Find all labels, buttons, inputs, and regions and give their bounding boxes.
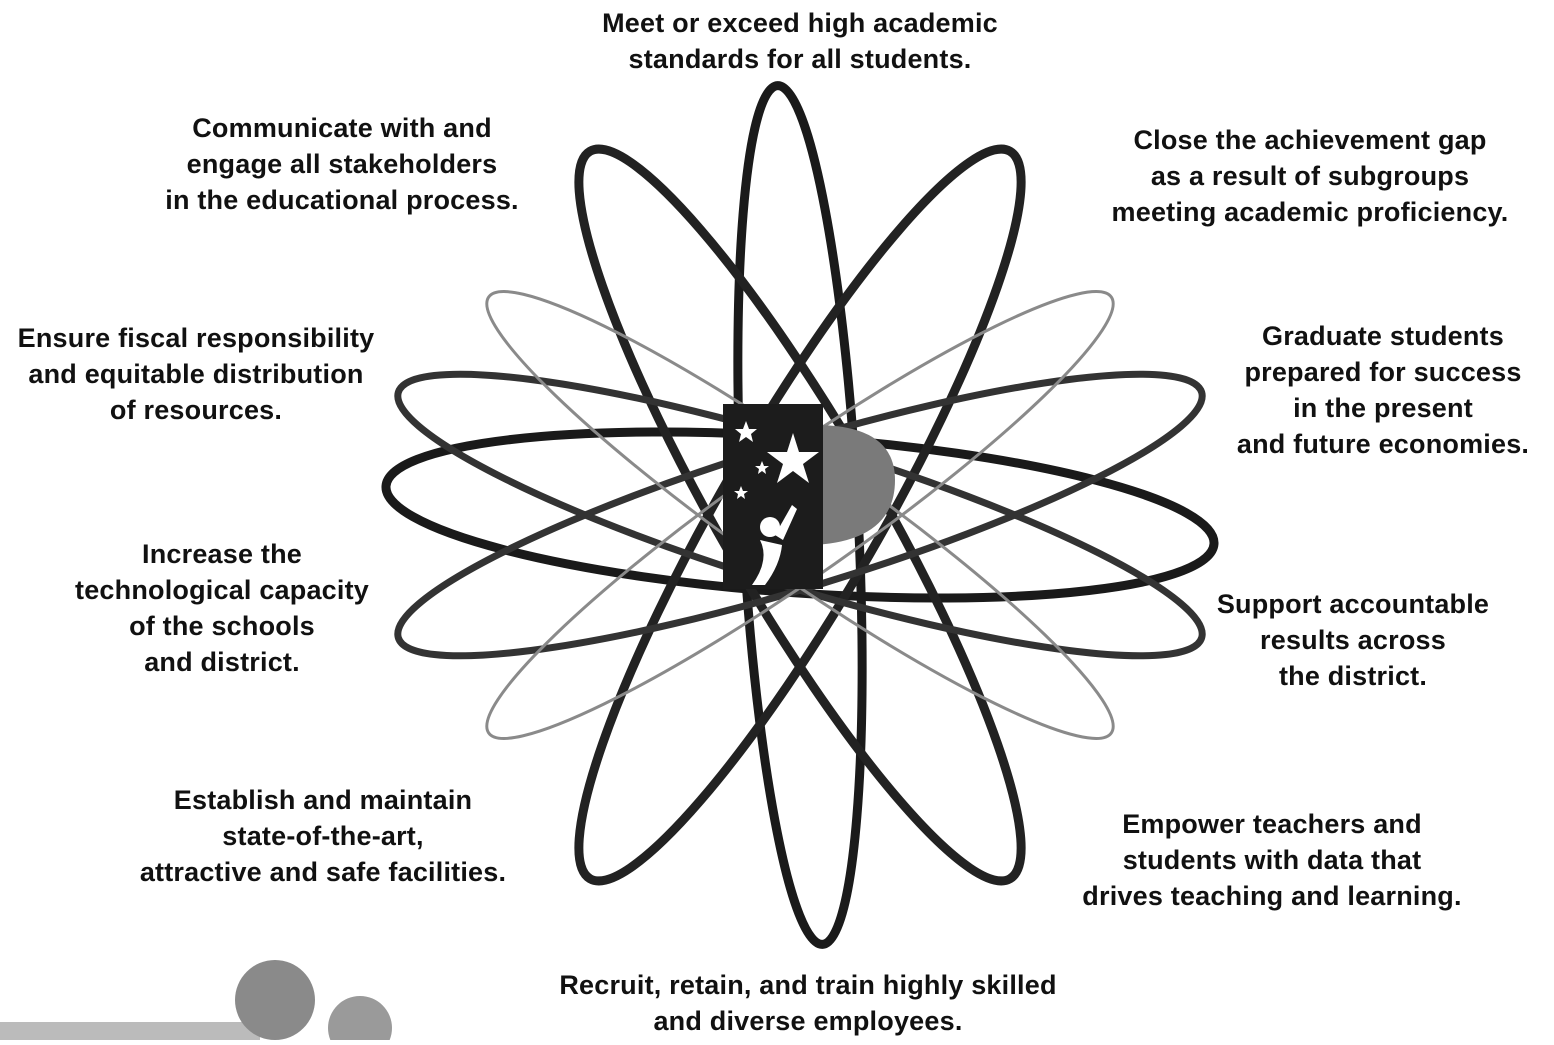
goal-line: state-of-the-art, [118, 818, 528, 854]
goal-line: technological capacity [60, 572, 384, 608]
goal-line: engage all stakeholders [144, 146, 540, 182]
goal-line: Ensure fiscal responsibility [4, 320, 388, 356]
goal-line: students with data that [1062, 842, 1482, 878]
goal-line: the district. [1200, 658, 1506, 694]
goal-bottom-left: Establish and maintain state-of-the-art,… [118, 782, 528, 890]
goal-line: and equitable distribution [4, 356, 388, 392]
goal-left-upper: Ensure fiscal responsibility and equitab… [4, 320, 388, 428]
goal-line: standards for all students. [570, 41, 1030, 77]
goal-line: Empower teachers and [1062, 806, 1482, 842]
goal-line: and diverse employees. [530, 1003, 1086, 1039]
goal-line: and future economies. [1222, 426, 1544, 462]
goal-line: Recruit, retain, and train highly skille… [530, 967, 1086, 1003]
goal-line: of the schools [60, 608, 384, 644]
goal-line: in the present [1222, 390, 1544, 426]
goal-line: Graduate students [1222, 318, 1544, 354]
goal-line: Meet or exceed high academic [570, 5, 1030, 41]
goal-line: in the educational process. [144, 182, 540, 218]
goal-right-lower: Support accountable results across the d… [1200, 586, 1506, 694]
goal-bottom: Recruit, retain, and train highly skille… [530, 967, 1086, 1039]
goal-line: Support accountable [1200, 586, 1506, 622]
goal-top-left: Communicate with and engage all stakehol… [144, 110, 540, 218]
goal-top-right: Close the achievement gap as a result of… [1095, 122, 1525, 230]
goal-line: drives teaching and learning. [1062, 878, 1482, 914]
decorative-balls [0, 950, 420, 1040]
goal-line: prepared for success [1222, 354, 1544, 390]
goal-line: as a result of subgroups [1095, 158, 1525, 194]
goal-bottom-right: Empower teachers and students with data … [1062, 806, 1482, 914]
goal-line: attractive and safe facilities. [118, 854, 528, 890]
goal-line: Close the achievement gap [1095, 122, 1525, 158]
goal-line: Increase the [60, 536, 384, 572]
goal-line: of resources. [4, 392, 388, 428]
goal-top: Meet or exceed high academic standards f… [570, 5, 1030, 77]
goal-line: meeting academic proficiency. [1095, 194, 1525, 230]
goal-line: results across [1200, 622, 1506, 658]
goal-line: Establish and maintain [118, 782, 528, 818]
goal-left-lower: Increase the technological capacity of t… [60, 536, 384, 680]
goal-line: Communicate with and [144, 110, 540, 146]
goal-line: and district. [60, 644, 384, 680]
goal-right-upper: Graduate students prepared for success i… [1222, 318, 1544, 462]
